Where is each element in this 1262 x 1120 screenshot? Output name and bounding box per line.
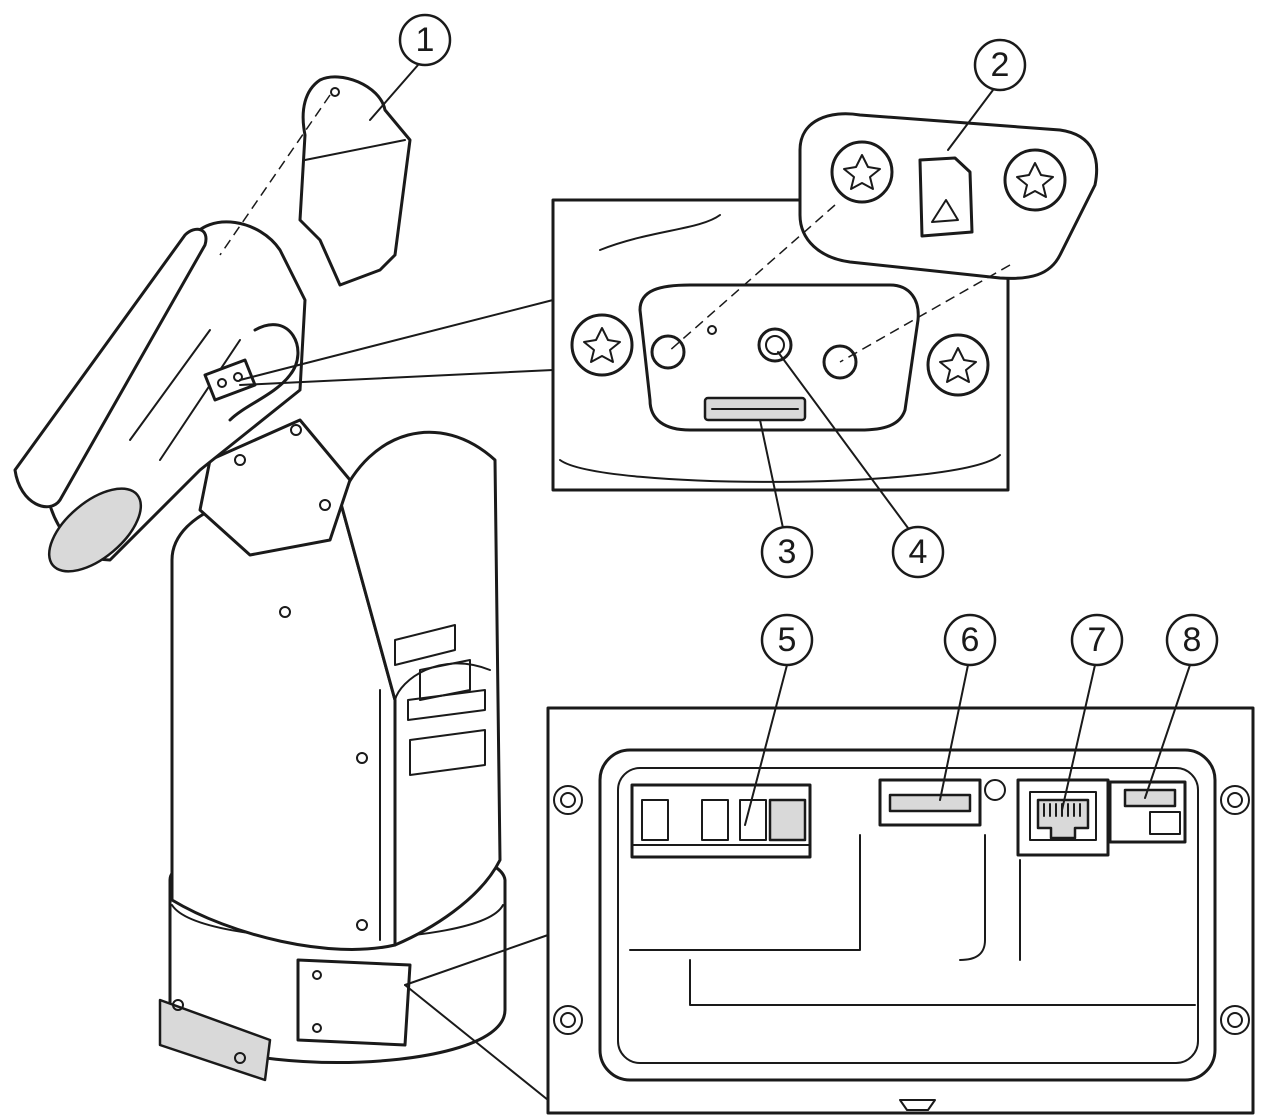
callout-label-1: 1: [416, 21, 435, 59]
panel-opening: [598, 748, 1217, 1082]
callout-label-3: 3: [778, 533, 797, 571]
cover-piece: [298, 75, 412, 287]
cover-guide-line: [219, 94, 331, 256]
plate-hole-left: [650, 334, 686, 370]
callout-label-2: 2: [991, 46, 1010, 84]
callout-label-8: 8: [1183, 621, 1202, 659]
callout-label-5: 5: [778, 621, 797, 659]
callout-3: 3: [760, 525, 814, 579]
camera-unit: [13, 220, 507, 1082]
callout-1: 1: [398, 13, 452, 67]
sd-slot-cover: [798, 112, 1099, 280]
sd-card-icon: [918, 156, 974, 238]
callout-label-7: 7: [1088, 621, 1107, 659]
screw-left: [570, 313, 634, 377]
connector-access-plate: [296, 958, 412, 1047]
callout-6: 6: [943, 613, 997, 667]
tilt-arm: [198, 418, 352, 557]
sunshield: [13, 227, 208, 509]
screw-guide-right: [839, 264, 1011, 363]
callout-4: 4: [891, 525, 945, 579]
sd-card-inset: [239, 198, 1010, 492]
base-foot: [158, 998, 272, 1082]
plate-hole-center: [757, 327, 793, 363]
callout-8: 8: [1165, 613, 1219, 667]
connector-panel-inset: [404, 706, 1255, 1115]
screw-guide-left: [667, 204, 836, 353]
removed-cover: [298, 75, 412, 287]
inset-frame-bottom: [546, 706, 1255, 1115]
leader-lines: [369, 64, 1191, 826]
callout-2: 2: [973, 38, 1027, 92]
callout-7: 7: [1070, 613, 1124, 667]
callout-label-6: 6: [961, 621, 980, 659]
screw-right: [926, 333, 990, 397]
callout-5: 5: [760, 613, 814, 667]
callout-label-4: 4: [909, 533, 928, 571]
